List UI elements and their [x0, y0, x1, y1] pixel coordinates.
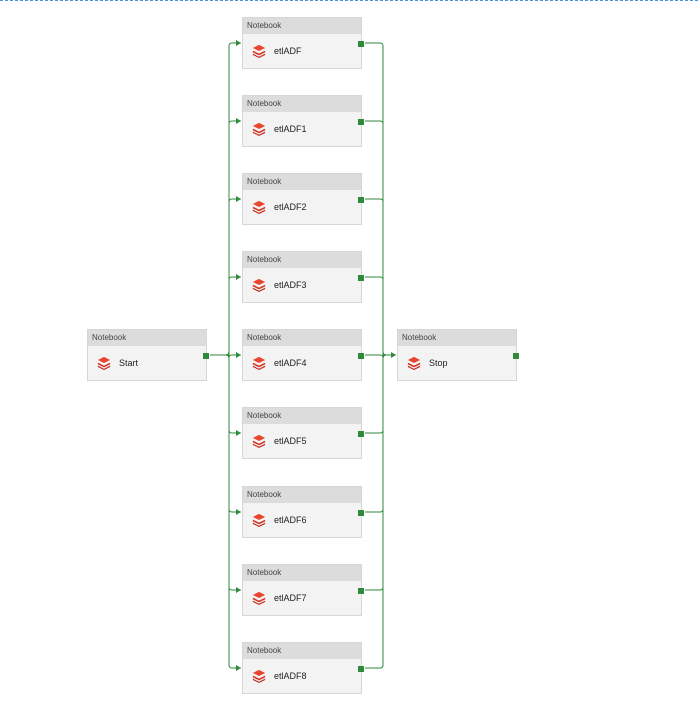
- activity-name: etlADF5: [274, 436, 307, 446]
- success-output-port[interactable]: [358, 197, 364, 203]
- dependency-arrow: [236, 40, 241, 46]
- success-output-port[interactable]: [358, 119, 364, 125]
- activity-etladf4[interactable]: Notebook etlADF4: [242, 329, 364, 381]
- activity-type-label: Notebook: [243, 18, 361, 34]
- dependency-arrow: [236, 274, 241, 280]
- success-output-port[interactable]: [358, 666, 364, 672]
- activity-name: Stop: [429, 358, 448, 368]
- notebook-icon: [407, 356, 421, 370]
- activity-etladf7[interactable]: Notebook etlADF7: [242, 564, 364, 616]
- dependency-line-start-to-etl[interactable]: [210, 120, 241, 356]
- activity-etladf5[interactable]: Notebook etlADF5: [242, 407, 364, 459]
- dependency-arrow: [236, 196, 241, 202]
- dependency-arrow: [236, 430, 241, 436]
- dependency-line-etl-to-stop[interactable]: [365, 276, 396, 356]
- activity-start[interactable]: Notebook Start: [87, 329, 209, 381]
- dependency-line-start-to-etl[interactable]: [210, 354, 241, 669]
- success-output-port[interactable]: [358, 431, 364, 437]
- activity-name: etlADF8: [274, 671, 307, 681]
- notebook-icon: [252, 669, 266, 683]
- activity-etladf2[interactable]: Notebook etlADF2: [242, 173, 364, 225]
- activity-etladf6[interactable]: Notebook etlADF6: [242, 486, 364, 538]
- activity-name: etlADF2: [274, 202, 307, 212]
- notebook-icon: [252, 434, 266, 448]
- dependency-line-start-to-etl[interactable]: [210, 354, 241, 591]
- dependency-line-etl-to-stop[interactable]: [365, 354, 396, 434]
- dependency-arrow: [236, 665, 241, 671]
- success-output-port[interactable]: [358, 588, 364, 594]
- dependency-line-etl-to-stop[interactable]: [365, 354, 396, 591]
- activity-type-label: Notebook: [243, 252, 361, 268]
- activity-etladf1[interactable]: Notebook etlADF1: [242, 95, 364, 147]
- activity-name: etlADF4: [274, 358, 307, 368]
- dependency-line-etl-to-stop[interactable]: [365, 120, 396, 356]
- activity-type-label: Notebook: [243, 487, 361, 503]
- success-output-port[interactable]: [203, 353, 209, 359]
- dependency-arrow: [236, 352, 241, 358]
- notebook-icon: [252, 513, 266, 527]
- notebook-icon: [97, 356, 111, 370]
- notebook-icon: [252, 591, 266, 605]
- activity-stop[interactable]: Notebook Stop: [397, 329, 519, 381]
- activity-type-label: Notebook: [88, 330, 206, 346]
- success-output-port[interactable]: [358, 353, 364, 359]
- dependency-arrow: [391, 352, 396, 358]
- dependency-arrow: [236, 587, 241, 593]
- activity-type-label: Notebook: [398, 330, 516, 346]
- success-output-port[interactable]: [513, 353, 519, 359]
- activity-name: etlADF3: [274, 280, 307, 290]
- notebook-icon: [252, 200, 266, 214]
- activity-type-label: Notebook: [243, 643, 361, 659]
- activity-name: etlADF6: [274, 515, 307, 525]
- notebook-icon: [252, 122, 266, 136]
- activity-type-label: Notebook: [243, 408, 361, 424]
- activity-type-label: Notebook: [243, 565, 361, 581]
- dependency-arrow: [236, 509, 241, 515]
- activity-name: etlADF: [274, 46, 302, 56]
- activity-name: etlADF1: [274, 124, 307, 134]
- dependency-line-start-to-etl[interactable]: [210, 276, 241, 356]
- success-output-port[interactable]: [358, 275, 364, 281]
- activity-etladf8[interactable]: Notebook etlADF8: [242, 642, 364, 694]
- notebook-icon: [252, 44, 266, 58]
- activity-type-label: Notebook: [243, 96, 361, 112]
- success-output-port[interactable]: [358, 41, 364, 47]
- success-output-port[interactable]: [358, 510, 364, 516]
- activity-name: etlADF7: [274, 593, 307, 603]
- notebook-icon: [252, 356, 266, 370]
- activity-type-label: Notebook: [243, 330, 361, 346]
- activity-type-label: Notebook: [243, 174, 361, 190]
- dependency-line-start-to-etl[interactable]: [210, 354, 241, 434]
- notebook-icon: [252, 278, 266, 292]
- activity-name: Start: [119, 358, 139, 368]
- dependency-arrow: [236, 118, 241, 124]
- dependency-line-etl-to-stop[interactable]: [365, 354, 396, 669]
- activity-etladf3[interactable]: Notebook etlADF3: [242, 251, 364, 303]
- activity-etladf[interactable]: Notebook etlADF: [242, 17, 364, 69]
